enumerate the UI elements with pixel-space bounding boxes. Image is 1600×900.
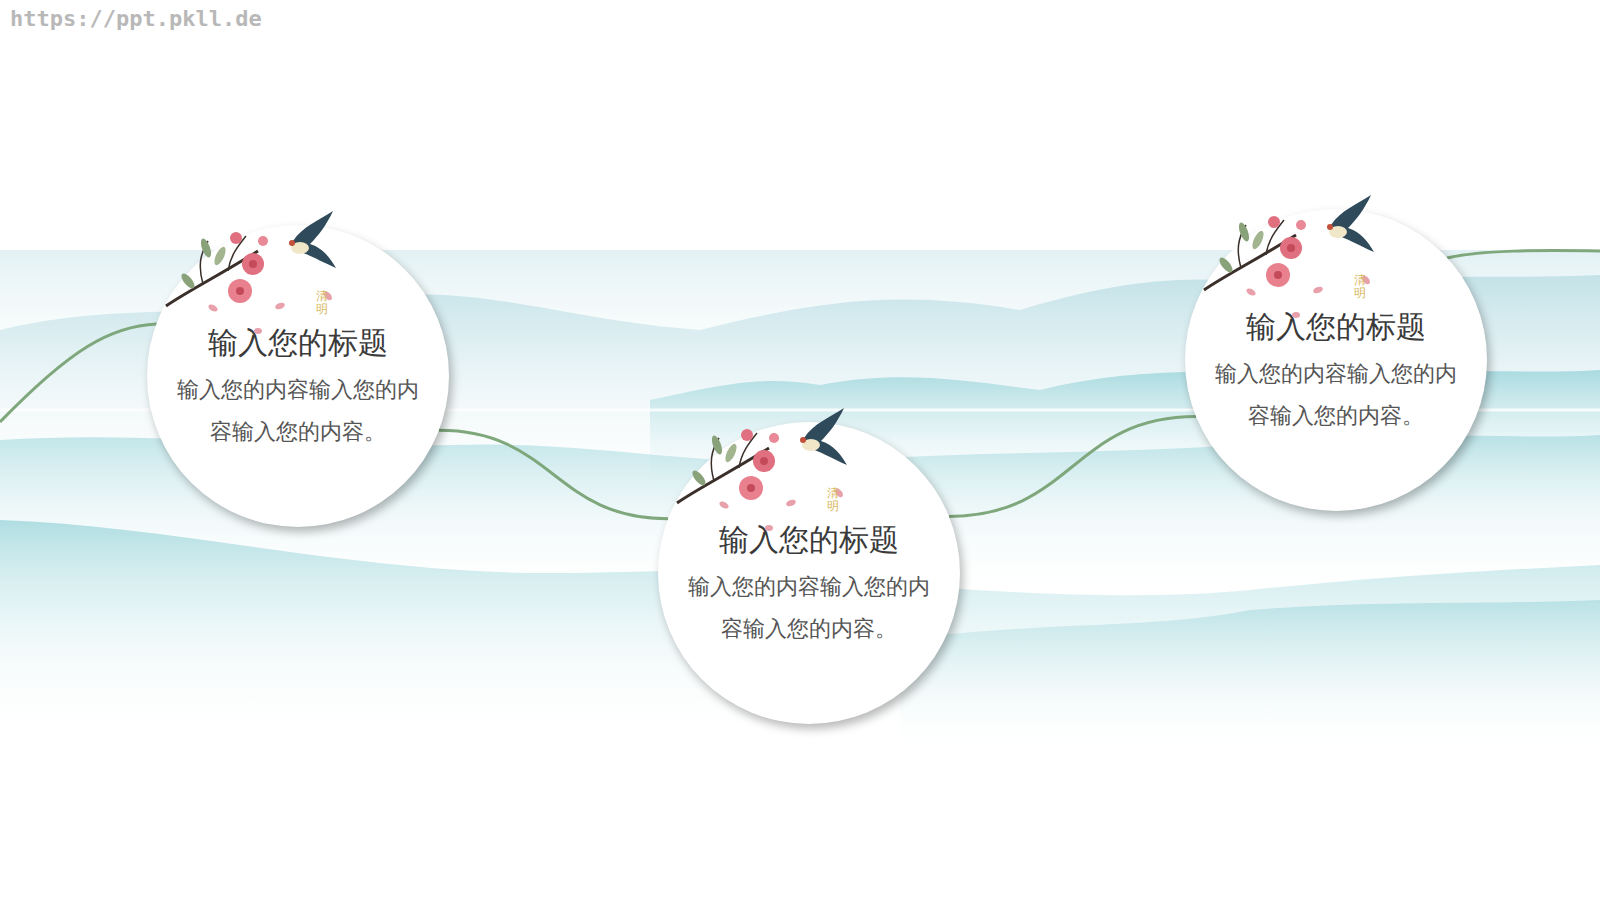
curve-segment: [0, 324, 157, 422]
curve-connector: [439, 430, 668, 518]
circle-title: 输入您的标题: [1246, 309, 1426, 345]
circle-body: 输入您的内容输入您的内容输入您的内容。: [1205, 353, 1467, 437]
circle-title: 输入您的标题: [208, 325, 388, 361]
circle-title: 输入您的标题: [719, 522, 899, 558]
circle-card: 输入您的标题输入您的内容输入您的内容输入您的内容。: [1185, 209, 1487, 511]
circle-body: 输入您的内容输入您的内容输入您的内容。: [678, 566, 940, 650]
circle-card: 输入您的标题输入您的内容输入您的内容输入您的内容。: [147, 225, 449, 527]
vertical-note: 清明: [827, 487, 839, 513]
circle-card: 输入您的标题输入您的内容输入您的内容输入您的内容。: [658, 422, 960, 724]
watermark: https://ppt.pkll.de: [10, 6, 262, 31]
vertical-note: 清明: [316, 290, 328, 316]
curve-segment: [1447, 251, 1600, 258]
vertical-note: 清明: [1354, 274, 1366, 300]
circle-body: 输入您的内容输入您的内容输入您的内容。: [167, 369, 429, 453]
curve-connector: [949, 417, 1196, 517]
